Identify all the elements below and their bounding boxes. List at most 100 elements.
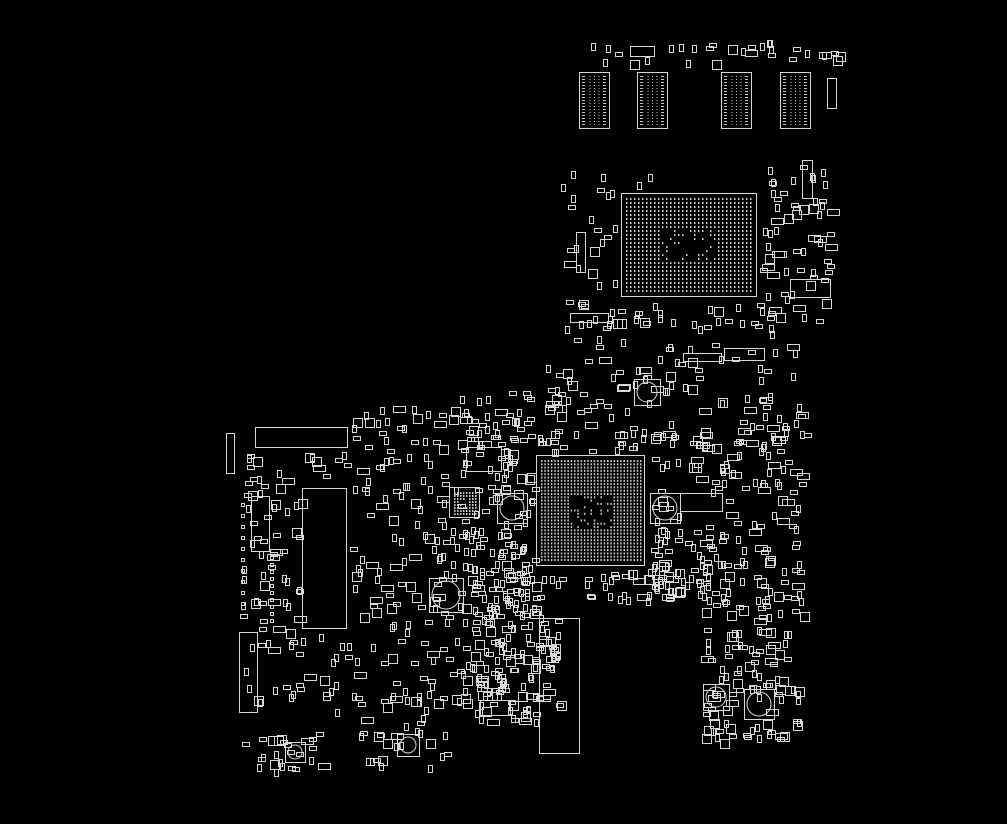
passive-263[interactable] [484,665,489,673]
passive-333[interactable] [528,565,533,573]
passive-687[interactable] [791,511,799,516]
ram-chip-1[interactable] [579,72,610,129]
passive-118[interactable] [488,466,493,474]
passive-921[interactable] [250,540,255,548]
passive-209[interactable] [493,489,501,494]
passive-790[interactable] [775,676,780,684]
passive-900[interactable] [264,515,272,520]
passive-425[interactable] [557,412,567,422]
passive-490[interactable] [556,373,564,378]
passive-614[interactable] [726,512,739,519]
passive-256[interactable] [413,414,423,424]
passive-371[interactable] [473,620,481,625]
passive-917[interactable] [258,490,263,498]
passive-608[interactable] [761,550,769,555]
passive-69[interactable] [392,534,397,542]
passive-1218[interactable] [508,572,521,579]
passive-549[interactable] [563,369,573,379]
passive-780[interactable] [757,694,762,702]
passive-655[interactable] [766,556,776,566]
passive-396[interactable] [540,625,545,633]
passive-162[interactable] [449,415,459,425]
passive-712[interactable] [678,529,683,537]
passive-958[interactable] [579,300,589,310]
passive-828[interactable] [783,640,788,648]
passive-804[interactable] [766,680,776,690]
passive-642[interactable] [691,457,704,464]
passive-95[interactable] [370,604,378,609]
passive-272[interactable] [482,509,490,514]
ram-chip-3[interactable] [721,72,752,129]
passive-449[interactable] [671,319,676,327]
passive-221[interactable] [458,591,466,596]
passive-207[interactable] [384,458,389,466]
passive-186[interactable] [427,691,432,699]
passive-810[interactable] [775,733,788,740]
passive-50[interactable] [393,681,401,686]
passive-1159[interactable] [527,642,535,647]
passive-364[interactable] [529,675,534,683]
passive-1019[interactable] [816,319,824,324]
passive-467[interactable] [596,399,604,404]
passive-265[interactable] [504,521,509,529]
passive-511[interactable] [783,423,788,431]
passive-240[interactable] [439,413,447,418]
passive-1085[interactable] [296,752,304,757]
passive-725[interactable] [655,553,663,558]
test-pad-b7[interactable] [270,598,274,602]
passive-622[interactable] [669,421,674,429]
passive-653[interactable] [652,505,660,510]
passive-556[interactable] [712,480,720,485]
passive-778[interactable] [784,595,792,600]
passive-104[interactable] [393,489,401,494]
passive-806[interactable] [780,732,790,742]
passive-1226[interactable] [478,691,488,701]
passive-945[interactable] [566,300,574,305]
passive-1223[interactable] [522,562,530,567]
passive-819[interactable] [720,739,730,749]
passive-998[interactable] [811,175,816,183]
passive-1048[interactable] [745,50,758,57]
passive-1052[interactable] [415,728,420,736]
passive-615[interactable] [736,536,741,544]
passive-1203[interactable] [498,674,506,679]
passive-639[interactable] [768,588,773,596]
passive-154[interactable] [485,413,490,421]
passive-20[interactable] [381,661,389,666]
passive-1065[interactable] [411,697,421,707]
test-pad-b4[interactable] [270,577,274,581]
passive-142[interactable] [463,688,468,696]
passive-12[interactable] [455,638,460,646]
test-pad-6[interactable] [241,558,245,562]
passive-238[interactable] [433,605,438,613]
passive-369[interactable] [543,683,551,688]
passive-326[interactable] [533,664,538,672]
passive-1071[interactable] [424,707,429,715]
passive-399[interactable] [493,435,501,440]
passive-133[interactable] [415,521,420,529]
passive-762[interactable] [797,719,802,727]
passive-807[interactable] [704,628,712,633]
passive-194[interactable] [389,457,394,465]
passive-422[interactable] [643,321,651,326]
passive-895[interactable] [301,638,306,646]
passive-565[interactable] [757,524,765,529]
passive-888[interactable] [323,696,331,701]
passive-1143[interactable] [609,577,614,585]
passive-722[interactable] [706,525,714,530]
passive-424[interactable] [609,414,614,422]
passive-398[interactable] [488,485,496,490]
passive-99[interactable] [476,661,484,666]
passive-418[interactable] [740,320,745,328]
passive-562[interactable] [781,580,789,585]
passive-1136[interactable] [655,586,660,594]
passive-991[interactable] [793,206,801,211]
passive-316[interactable] [537,595,545,600]
passive-62[interactable] [533,694,538,702]
passive-155[interactable] [442,482,450,487]
passive-947[interactable] [594,228,602,233]
passive-969[interactable] [768,311,776,316]
passive-702[interactable] [782,568,787,576]
passive-300[interactable] [461,470,466,478]
passive-733[interactable] [713,603,721,608]
